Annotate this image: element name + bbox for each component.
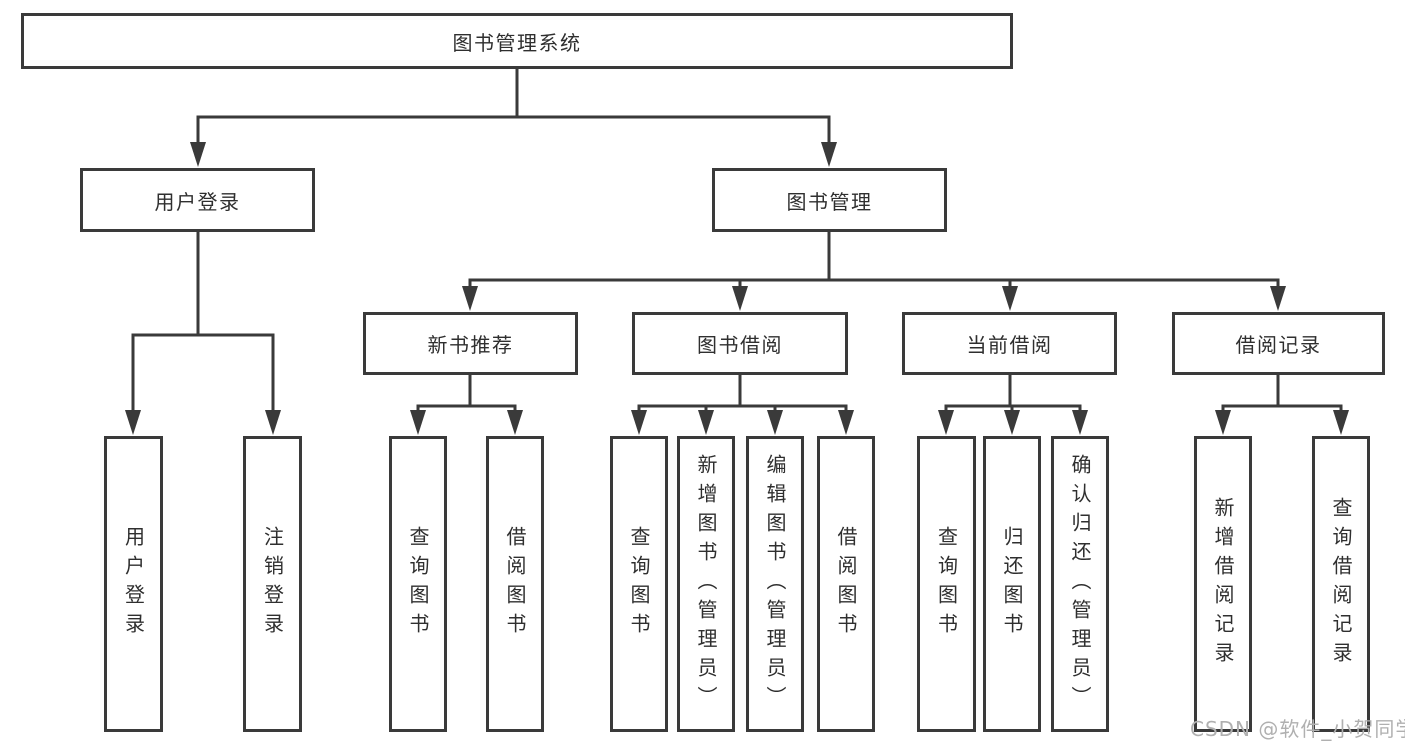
arrow-down-icon bbox=[265, 410, 281, 435]
leaf-confirm-return-admin: 确认归还（管理员） bbox=[1051, 436, 1109, 732]
leaf-label: 新增图书（管理员） bbox=[694, 453, 718, 715]
arrow-down-icon bbox=[838, 410, 854, 435]
node-label: 图书管理 bbox=[786, 189, 873, 214]
node-borrow-records: 借阅记录 bbox=[1172, 312, 1385, 375]
leaf-label: 用户登录 bbox=[121, 526, 146, 642]
leaf-label: 查询图书 bbox=[406, 526, 430, 642]
arrow-down-icon bbox=[732, 286, 748, 311]
leaf-label: 借阅图书 bbox=[503, 526, 527, 642]
arrow-down-icon bbox=[1072, 410, 1088, 435]
leaf-label: 确认归还（管理员） bbox=[1068, 453, 1092, 715]
arrow-down-icon bbox=[631, 410, 647, 435]
node-label: 当前借阅 bbox=[966, 333, 1053, 357]
arrow-down-icon bbox=[507, 410, 523, 435]
leaf-add-borrow-record: 新增借阅记录 bbox=[1194, 436, 1252, 732]
leaf-query-books-current: 查询图书 bbox=[917, 436, 976, 732]
arrow-down-icon bbox=[698, 410, 714, 435]
arrow-down-icon bbox=[1333, 410, 1349, 435]
leaf-label: 查询图书 bbox=[934, 526, 959, 642]
arrow-down-icon bbox=[1215, 410, 1231, 435]
leaf-label: 归还图书 bbox=[1000, 526, 1024, 642]
arrow-down-icon bbox=[1002, 286, 1018, 311]
leaf-add-books-admin: 新增图书（管理员） bbox=[677, 436, 735, 732]
leaf-edit-books-admin: 编辑图书（管理员） bbox=[746, 436, 804, 732]
node-label: 图书管理系统 bbox=[452, 30, 582, 55]
arrow-down-icon bbox=[125, 410, 141, 435]
node-label: 借阅记录 bbox=[1235, 333, 1322, 357]
leaf-label: 借阅图书 bbox=[834, 526, 858, 642]
leaf-borrow-books-recommend: 借阅图书 bbox=[486, 436, 544, 732]
leaf-logout: 注销登录 bbox=[243, 436, 302, 732]
arrow-down-icon bbox=[821, 142, 837, 167]
node-label: 图书借阅 bbox=[697, 333, 783, 357]
leaf-label: 编辑图书（管理员） bbox=[763, 453, 787, 715]
leaf-label: 新增借阅记录 bbox=[1211, 497, 1235, 671]
arrow-down-icon bbox=[938, 410, 954, 435]
leaf-query-books-recommend: 查询图书 bbox=[389, 436, 447, 732]
node-current-borrow: 当前借阅 bbox=[902, 312, 1117, 375]
arrow-down-icon bbox=[410, 410, 426, 435]
arrow-down-icon bbox=[1270, 286, 1286, 311]
node-user-login-branch: 用户登录 bbox=[80, 168, 315, 232]
arrow-down-icon bbox=[1004, 410, 1020, 435]
leaf-return-books: 归还图书 bbox=[983, 436, 1041, 732]
node-label: 新书推荐 bbox=[427, 333, 514, 357]
leaf-label: 查询借阅记录 bbox=[1329, 497, 1353, 671]
leaf-label: 查询图书 bbox=[627, 526, 651, 642]
node-root-system: 图书管理系统 bbox=[21, 13, 1013, 69]
node-book-management: 图书管理 bbox=[712, 168, 947, 232]
arrow-down-icon bbox=[462, 286, 478, 311]
leaf-query-books-borrow: 查询图书 bbox=[610, 436, 668, 732]
leaf-borrow-books: 借阅图书 bbox=[817, 436, 875, 732]
leaf-query-borrow-record: 查询借阅记录 bbox=[1312, 436, 1370, 732]
node-book-borrow: 图书借阅 bbox=[632, 312, 848, 375]
leaf-label: 注销登录 bbox=[260, 526, 285, 642]
node-label: 用户登录 bbox=[154, 189, 241, 214]
leaf-user-login: 用户登录 bbox=[104, 436, 163, 732]
arrow-down-icon bbox=[767, 410, 783, 435]
arrow-down-icon bbox=[190, 142, 206, 167]
node-new-book-recommend: 新书推荐 bbox=[363, 312, 578, 375]
csdn-watermark: CSDN @软件_小贺同学 bbox=[1190, 717, 1405, 741]
